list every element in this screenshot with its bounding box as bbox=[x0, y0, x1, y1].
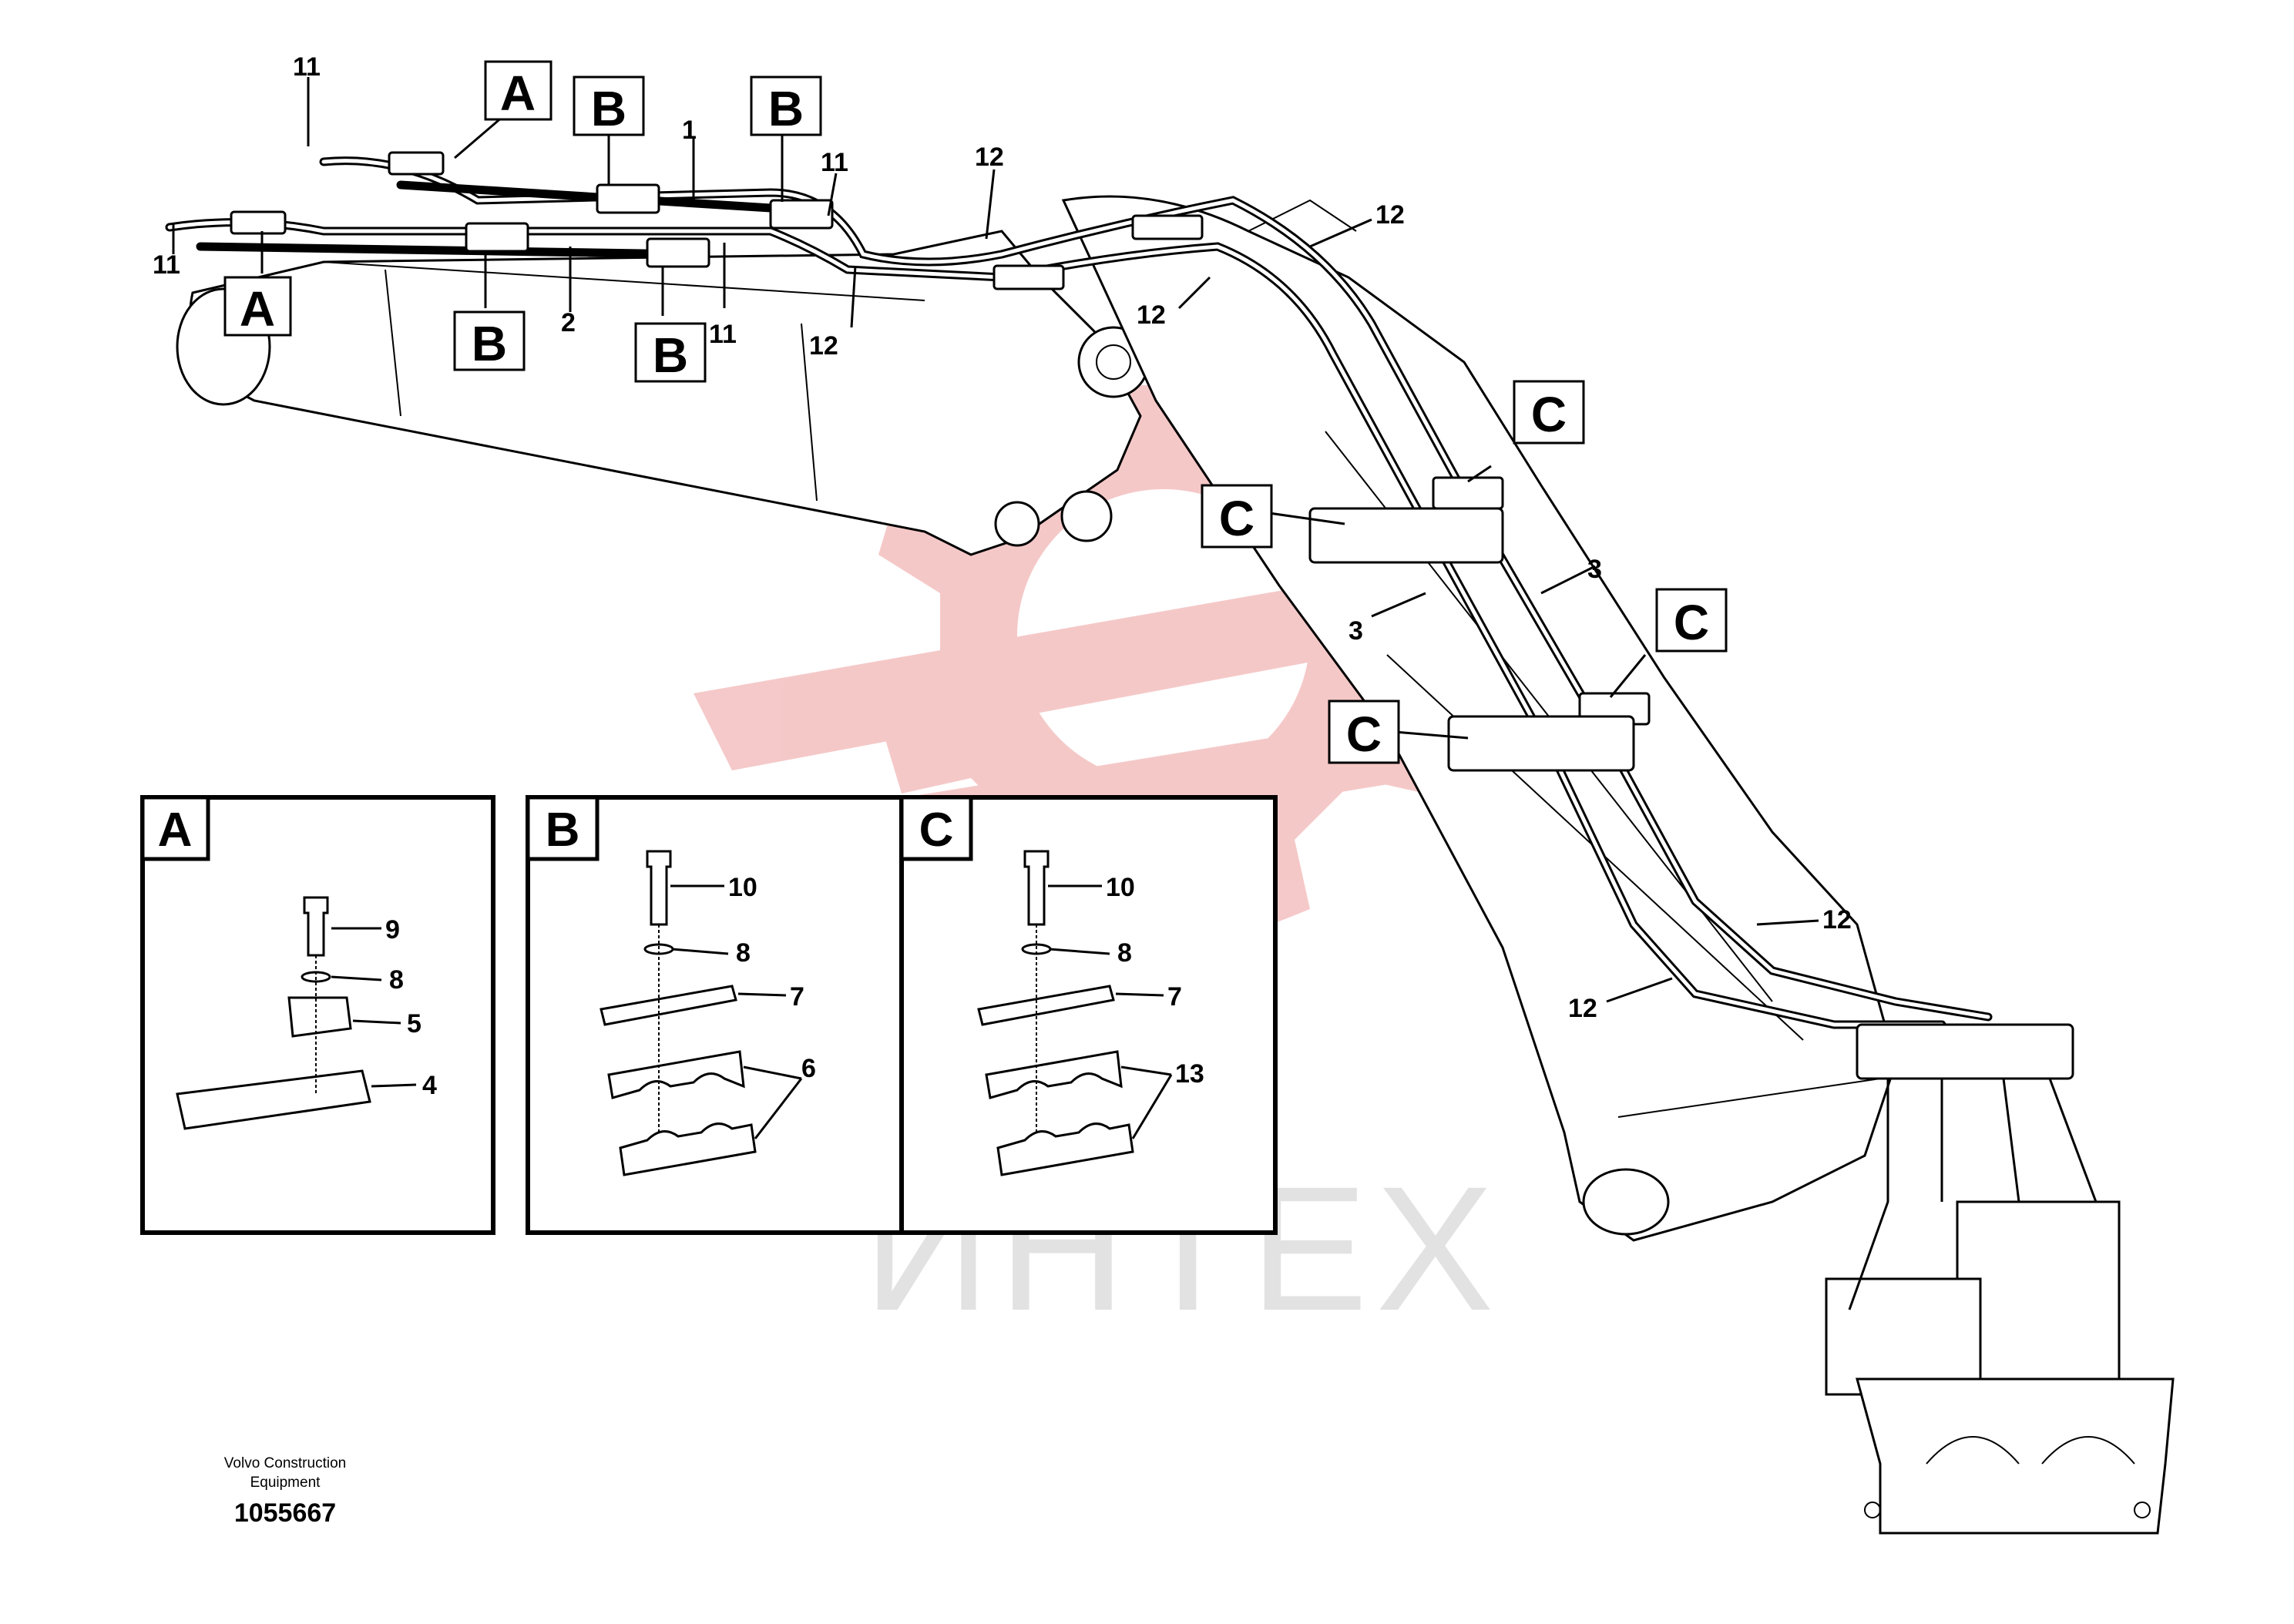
stick-arm bbox=[176, 230, 1150, 556]
clamp-boom-2 bbox=[992, 264, 1065, 290]
label-12-b: 12 bbox=[809, 331, 838, 361]
callout-box-c-1: C bbox=[1513, 380, 1585, 445]
svg-text:6: 6 bbox=[801, 1054, 816, 1083]
bolt-9 bbox=[303, 896, 329, 957]
inset-panel-c: C 10 8 7 13 bbox=[899, 795, 1278, 1235]
callout-box-c-2: C bbox=[1201, 484, 1273, 549]
svg-text:B: B bbox=[546, 804, 580, 857]
cover-plate-7-b bbox=[600, 985, 737, 1026]
svg-text:B: B bbox=[653, 327, 688, 383]
clamp-c-1 bbox=[1432, 476, 1504, 510]
clamp-half-6-top bbox=[607, 1050, 745, 1099]
svg-text:7: 7 bbox=[1167, 982, 1182, 1012]
svg-text:5: 5 bbox=[407, 1009, 422, 1038]
label-11-left: 11 bbox=[153, 250, 180, 280]
callout-box-b-3: B bbox=[453, 310, 526, 371]
drawing-number: 1055667 bbox=[234, 1498, 336, 1528]
svg-text:C: C bbox=[1219, 491, 1254, 546]
inset-panel-b: B 10 8 7 6 bbox=[526, 795, 904, 1235]
callout-box-a-1: A bbox=[484, 60, 553, 121]
svg-text:10: 10 bbox=[1106, 873, 1135, 902]
label-12-f: 12 bbox=[1568, 994, 1597, 1023]
label-12-a: 12 bbox=[975, 143, 1004, 172]
leader-lines bbox=[172, 77, 1819, 1003]
label-12-c: 12 bbox=[1137, 300, 1166, 330]
svg-text:A: A bbox=[158, 804, 193, 857]
svg-text:B: B bbox=[472, 316, 507, 371]
svg-text:9: 9 bbox=[385, 915, 400, 945]
callout-box-a-2: A bbox=[223, 276, 292, 337]
callout-box-b-2: B bbox=[750, 75, 822, 136]
callout-box-c-3: C bbox=[1655, 588, 1728, 653]
clamp-half-5 bbox=[287, 996, 352, 1038]
svg-text:10: 10 bbox=[728, 873, 757, 902]
svg-text:13: 13 bbox=[1175, 1059, 1204, 1089]
svg-text:C: C bbox=[1674, 595, 1709, 650]
clamp-half-6-bottom bbox=[619, 1122, 757, 1176]
svg-text:C: C bbox=[919, 804, 954, 857]
clamp-a-lower bbox=[230, 210, 287, 235]
company-line-2: Equipment bbox=[250, 1475, 321, 1491]
clamp-b-4 bbox=[646, 237, 710, 268]
bolt-10-c bbox=[1023, 850, 1050, 926]
svg-text:7: 7 bbox=[790, 982, 804, 1012]
part-number-labels: 11 11 1 2 11 11 12 12 12 12 3 3 12 12 bbox=[153, 52, 1852, 1023]
clamp-half-13-top bbox=[985, 1050, 1123, 1099]
label-12-d: 12 bbox=[1375, 200, 1405, 230]
svg-text:8: 8 bbox=[389, 965, 404, 995]
label-12-e: 12 bbox=[1822, 905, 1852, 934]
svg-text:A: A bbox=[500, 65, 536, 121]
callout-box-c-4: C bbox=[1328, 700, 1400, 764]
svg-text:8: 8 bbox=[736, 938, 751, 968]
svg-text:B: B bbox=[768, 81, 804, 136]
label-2: 2 bbox=[561, 308, 576, 337]
inset-panel-a: A 9 8 5 4 bbox=[140, 795, 495, 1235]
label-11-mid: 11 bbox=[821, 148, 848, 177]
clamp-b-2 bbox=[769, 199, 834, 230]
company-line-1: Volvo Construction bbox=[224, 1455, 346, 1471]
callout-box-b-1: B bbox=[573, 75, 645, 136]
svg-text:A: A bbox=[240, 281, 275, 337]
svg-text:C: C bbox=[1346, 706, 1382, 762]
svg-text:B: B bbox=[591, 81, 626, 136]
plate-4 bbox=[176, 1069, 371, 1130]
clamp-a-upper bbox=[388, 151, 445, 176]
clamp-b-3 bbox=[465, 222, 529, 253]
bolt-10-b bbox=[646, 850, 672, 926]
label-1: 1 bbox=[682, 116, 697, 145]
label-3-left: 3 bbox=[1349, 616, 1363, 646]
callout-box-b-4: B bbox=[634, 322, 707, 383]
clamp-boom-1 bbox=[1131, 214, 1204, 240]
watermark-swoosh bbox=[694, 586, 1349, 770]
label-11-top: 11 bbox=[293, 52, 321, 82]
control-valve-assembly bbox=[1825, 1023, 2175, 1535]
clamp-half-13-bottom bbox=[996, 1122, 1134, 1176]
label-3-right: 3 bbox=[1587, 555, 1602, 584]
svg-text:4: 4 bbox=[422, 1071, 437, 1100]
svg-text:8: 8 bbox=[1117, 938, 1132, 968]
clamp-b-1 bbox=[596, 183, 660, 214]
label-11-low: 11 bbox=[709, 320, 737, 349]
cover-plate-7-c bbox=[977, 985, 1115, 1026]
footer: Volvo Construction Equipment 1055667 bbox=[224, 1455, 346, 1528]
svg-text:C: C bbox=[1531, 387, 1567, 442]
